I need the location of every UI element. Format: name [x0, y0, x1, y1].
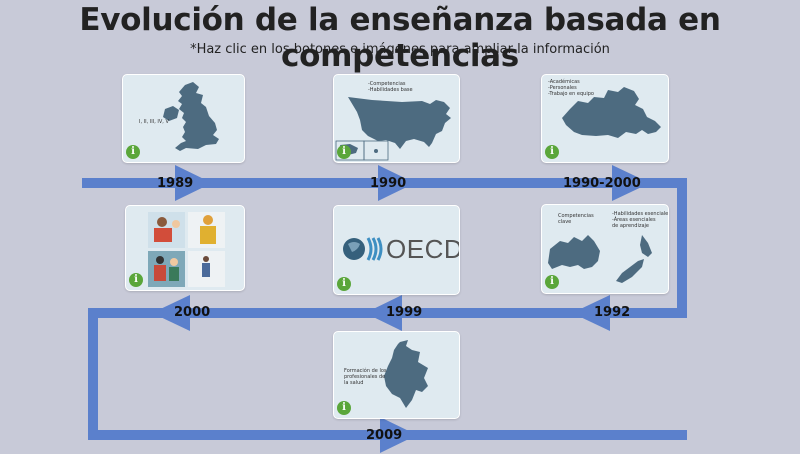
info-button-1999[interactable]: i — [337, 277, 351, 291]
australia-nz-map-icon — [548, 235, 652, 283]
info-button-1992[interactable]: i — [545, 275, 559, 289]
info-button-2000[interactable]: i — [129, 273, 143, 287]
instructions-subtitle: *Haz clic en los botones e imágenes para… — [190, 42, 610, 57]
people-illustrations-icon — [148, 212, 225, 287]
card-1989-uk-map[interactable]: I, II, III, IV, V i — [122, 74, 245, 163]
card-1992-labels-left: Competencias clave — [558, 213, 594, 225]
year-label-2009: 2009 — [366, 428, 403, 443]
uk-map-icon — [163, 82, 219, 151]
card-2000-illustrations[interactable]: i — [125, 205, 245, 291]
card-1992-labels-right: -Habilidades esenciales -Áreas esenciale… — [612, 211, 669, 229]
card-1989-labels: I, II, III, IV, V — [139, 119, 169, 125]
card-1990-2000-canada-map[interactable]: -Académicas -Personales -Trabajo en equi… — [541, 74, 669, 163]
year-label-1990: 1990 — [370, 176, 407, 191]
arrowhead-1992 — [572, 295, 610, 331]
info-button-1989[interactable]: i — [126, 145, 140, 159]
info-button-1990-2000[interactable]: i — [545, 145, 559, 159]
card-1992-australia-nz-map[interactable]: Competencias clave -Habilidades esencial… — [541, 204, 669, 294]
card-2009-colombia-map[interactable]: Formación de los profesionales de la sal… — [333, 331, 460, 419]
card-1999-oecd-logo[interactable]: OECD i — [333, 205, 460, 295]
arrowhead-1989 — [175, 165, 212, 201]
year-label-1999: 1999 — [386, 305, 423, 320]
year-label-1989: 1989 — [157, 176, 194, 191]
year-label-1992: 1992 — [594, 305, 631, 320]
timeline-left-connector — [88, 308, 98, 435]
year-label-1990-2000: 1990-2000 — [563, 176, 641, 191]
card-1990-usa-map[interactable]: -Competencias -Habilidades base i — [333, 74, 460, 163]
arrowhead-2009 — [380, 417, 417, 453]
card-1990-2000-labels: -Académicas -Personales -Trabajo en equi… — [548, 79, 594, 97]
arrowhead-1990-2000 — [612, 165, 650, 201]
card-1990-labels: -Competencias -Habilidades base — [368, 81, 413, 93]
info-button-2009[interactable]: i — [337, 401, 351, 415]
oecd-globe-icon — [343, 237, 383, 261]
card-2009-labels: Formación de los profesionales de la sal… — [344, 368, 387, 386]
timeline-right-connector — [677, 178, 687, 318]
canada-map-icon — [562, 87, 661, 138]
oecd-logo-text: OECD — [386, 234, 460, 264]
info-button-1990[interactable]: i — [337, 145, 351, 159]
colombia-map-icon — [384, 340, 428, 408]
arrowhead-1999 — [365, 295, 402, 331]
year-label-2000: 2000 — [174, 305, 211, 320]
page-title: Evolución de la enseñanza basada en comp… — [79, 2, 721, 74]
arrowhead-2000 — [152, 295, 190, 331]
arrowhead-1990 — [378, 165, 415, 201]
